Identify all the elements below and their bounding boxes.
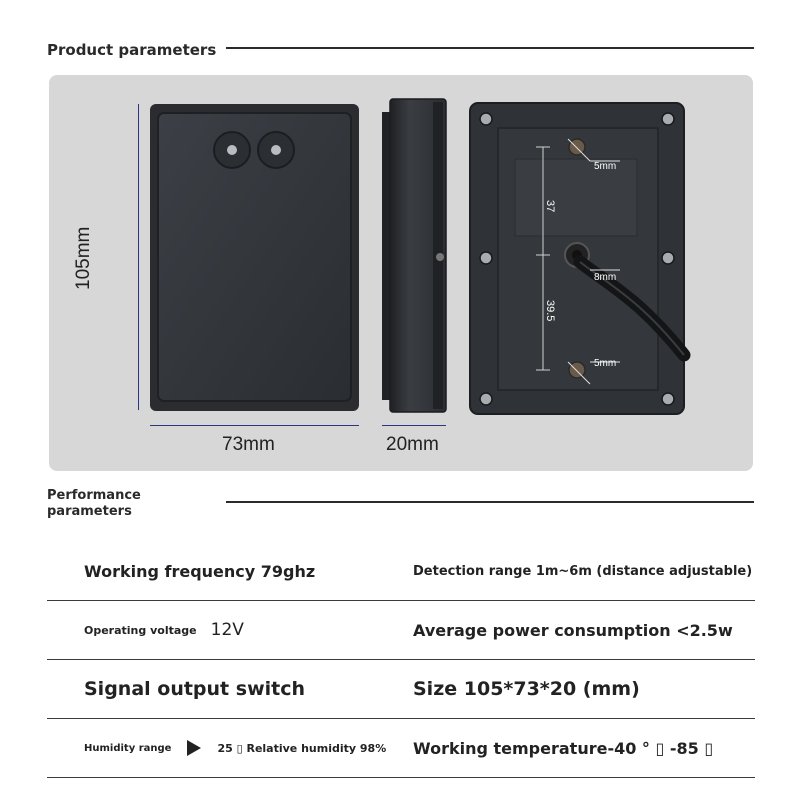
spec-temperature: Working temperature-40 ° ▯ -85 ▯ (413, 738, 714, 758)
spec-output: Signal output switch (84, 678, 306, 700)
screw-icon (479, 112, 493, 126)
sensor-lens-left (213, 131, 251, 169)
hole-size-label-bottom: 5mm (594, 358, 616, 369)
spec-humidity-value: 25 ▯ Relative humidity 98% (217, 741, 387, 755)
sensor-lens-right (257, 131, 295, 169)
hole-size-label-top: 5mm (594, 161, 616, 172)
spec-power: Average power consumption <2.5w (413, 620, 733, 640)
side-view (382, 98, 447, 413)
spec-detection-range: Detection range 1m~6m (distance adjustab… (413, 563, 753, 579)
spec-row: Operating voltage 12V Average power cons… (47, 601, 755, 660)
width-dimension-line (150, 425, 359, 426)
screw-icon (479, 251, 493, 265)
product-illustration: 5mm 37 8mm 39.5 5mm (150, 98, 691, 415)
back-view: 5mm 37 8mm 39.5 5mm (469, 102, 691, 415)
depth-dimension-line (382, 425, 446, 426)
screw-icon (661, 251, 675, 265)
front-view (150, 104, 359, 411)
spec-humidity: Humidity range 25 ▯ Relative humidity 98… (84, 719, 386, 777)
spec-size: Size 105*73*20 (mm) (413, 678, 640, 700)
screw-icon (661, 112, 675, 126)
spec-voltage-label: Operating voltage (84, 623, 197, 637)
play-arrow-icon (187, 740, 202, 756)
spec-frequency: Working frequency 79ghz (84, 561, 316, 581)
height-dimension-line (138, 104, 139, 410)
spec-voltage-value: 12V (210, 620, 244, 640)
spec-voltage: Operating voltage 12V (84, 601, 244, 659)
height-dimension-label: 105mm (73, 226, 94, 290)
width-dimension-label: 73mm (222, 434, 275, 455)
screw-icon (661, 392, 675, 406)
spec-humidity-label: Humidity range (84, 742, 172, 754)
performance-title-line1: Performance (47, 488, 141, 503)
performance-rule (226, 501, 754, 503)
spacing-label-lower: 39.5 (544, 300, 556, 321)
title-rule (226, 47, 754, 49)
spec-row: Humidity range 25 ▯ Relative humidity 98… (47, 719, 755, 778)
gland-size-label: 8mm (594, 272, 616, 283)
depth-dimension-label: 20mm (386, 434, 439, 455)
screw-icon (479, 392, 493, 406)
performance-title-line2: parameters (47, 504, 132, 519)
spec-row: Working frequency 79ghz Detection range … (47, 542, 755, 601)
performance-parameters-title: Performance parameters (47, 488, 141, 520)
product-parameters-title: Product parameters (47, 41, 217, 59)
spacing-label-upper: 37 (544, 200, 556, 212)
spec-row: Signal output switch Size 105*73*20 (mm) (47, 660, 755, 719)
